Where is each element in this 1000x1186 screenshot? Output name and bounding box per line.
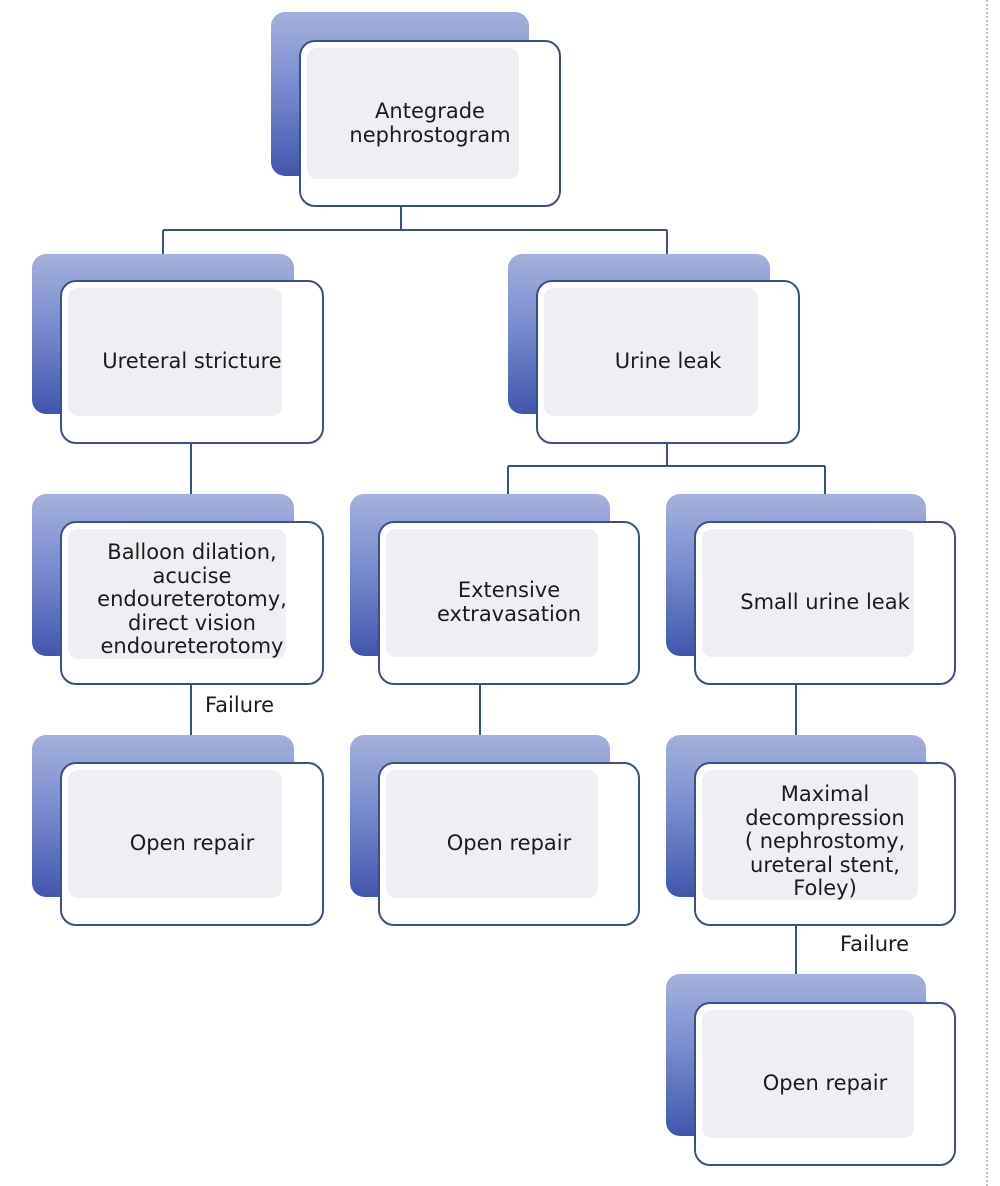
node-antegrade-nephrostogram: Antegrade nephrostogram [271, 12, 561, 207]
node-label: Open repair [446, 831, 572, 856]
node-label: Extensive extravasation [436, 578, 582, 626]
node-label: Balloon dilation, acucise endoureterotom… [97, 540, 287, 659]
node-label: Antegrade nephrostogram [349, 98, 511, 147]
failure-label-stricture: Failure [205, 693, 275, 717]
node-label: Open repair [762, 1071, 888, 1096]
node-label: Open repair [129, 831, 255, 856]
node-open-repair-stricture: Open repair [32, 735, 324, 926]
node-label: Urine leak [614, 349, 722, 374]
node-extensive-extravasation: Extensive extravasation [350, 494, 640, 685]
page-edge-border [986, 0, 988, 1186]
node-label: Ureteral stricture [102, 349, 282, 374]
node-open-repair-extravasation: Open repair [350, 735, 640, 926]
node-maximal-decompression: Maximal decompression ( nephrostomy, ure… [666, 735, 956, 926]
node-urine-leak: Urine leak [508, 254, 800, 444]
node-ureteral-stricture: Ureteral stricture [32, 254, 324, 444]
failure-label-decompression: Failure [840, 932, 910, 956]
node-label: Small urine leak [740, 590, 910, 615]
node-balloon-dilation: Balloon dilation, acucise endoureterotom… [32, 494, 324, 685]
node-small-urine-leak: Small urine leak [666, 494, 956, 685]
node-open-repair-decompression: Open repair [666, 974, 956, 1166]
node-label: Maximal decompression ( nephrostomy, ure… [744, 782, 906, 901]
